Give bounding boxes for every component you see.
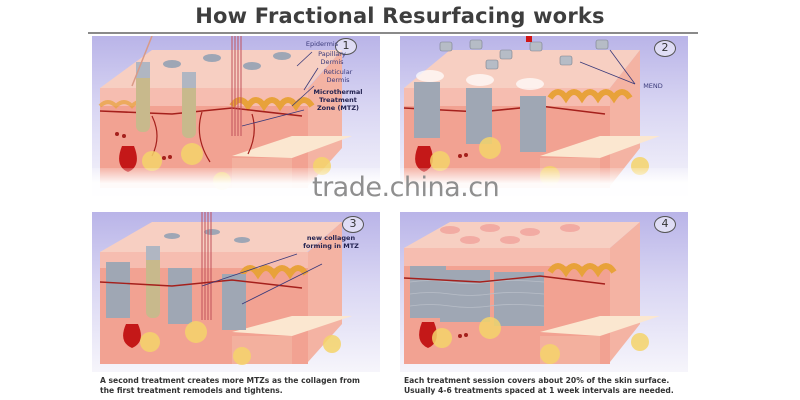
label-new-collagen: new collagen forming in MTZ xyxy=(303,234,359,250)
diagram-title: How Fractional Resurfacing works xyxy=(195,4,605,28)
watermark-text: trade.china.cn xyxy=(312,172,500,203)
step-number-badge: 1 xyxy=(335,38,357,55)
panel-step-3: 3 new collagen forming in MTZ xyxy=(92,212,380,372)
caption-right-line-1: Each treatment session covers about 20% … xyxy=(404,376,670,385)
skin-cross-section-illustration xyxy=(403,222,660,364)
label-reticular-dermis: Reticular Dermis xyxy=(323,68,353,84)
caption-left-line-2: the first treatment remodels and tighten… xyxy=(100,386,283,395)
watermark-band xyxy=(88,168,708,212)
caption-right-line-2: Usually 4-6 treatments spaced at 1 week … xyxy=(404,386,674,395)
step-number-badge: 3 xyxy=(342,216,364,233)
label-mtz: Microthermal Treatment Zone (MTZ) xyxy=(313,88,363,112)
caption-right: Each treatment session covers about 20% … xyxy=(404,376,704,396)
label-papillary-dermis: Papillary Dermis xyxy=(318,50,346,66)
panel-step-4: 4 xyxy=(400,212,688,372)
caption-left: A second treatment creates more MTZs as … xyxy=(100,376,390,396)
caption-left-line-1: A second treatment creates more MTZs as … xyxy=(100,376,360,385)
skin-cross-section-illustration xyxy=(99,212,352,365)
label-epidermis: Epidermis xyxy=(305,40,339,48)
step-number-badge: 2 xyxy=(654,40,676,57)
step-number-badge: 4 xyxy=(654,216,676,233)
label-mend: MEND xyxy=(643,82,663,90)
title-divider xyxy=(88,32,698,34)
